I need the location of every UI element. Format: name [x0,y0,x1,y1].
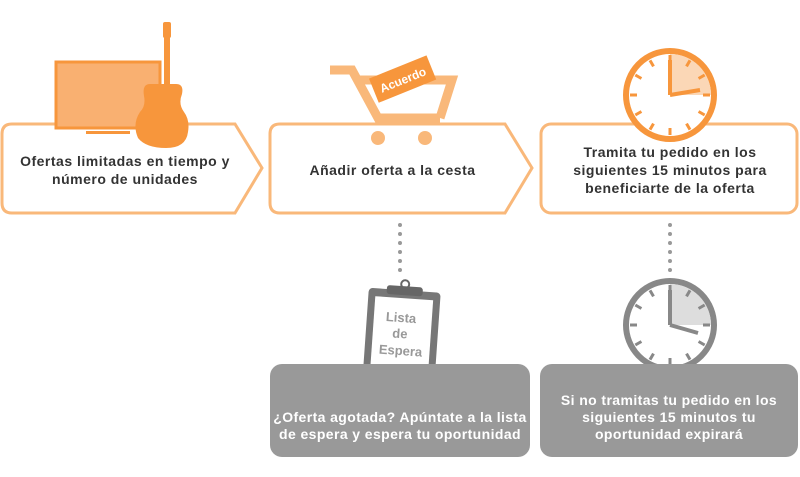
clock-tick [634,73,643,80]
clipboard-line: Espera [378,342,423,360]
clock-tick [697,340,706,347]
clock-tick [648,352,655,361]
waitlist-text: ¿Oferta agotada? Apúntate a la lista de … [273,409,527,442]
step-1-text: Ofertas limitadas en tiempo y número de … [20,153,230,187]
clock-tick [634,340,643,347]
clock-tick [648,59,655,68]
clock-tick [697,303,706,310]
clock-tick [697,73,706,80]
guitar-icon [135,22,189,148]
clipboard-icon: Lista de Espera [363,279,441,379]
clock-tick [685,289,692,298]
expired-clock-icon [623,278,717,372]
clock-tick [685,352,692,361]
step-2-box [268,122,534,215]
clock-tick [685,122,692,131]
svg-text:Lista de Espera: Lista de Espera [378,309,425,360]
step-2-text: Añadir oferta a la cesta [309,162,476,178]
clock-tick [648,289,655,298]
clipboard-line: Lista [385,309,417,326]
clock-tick [634,303,643,310]
expiry-text: Si no tramitas tu pedido en los siguient… [560,392,778,442]
clipboard-line: de [392,325,408,341]
expiry-box: Si no tramitas tu pedido en los siguient… [540,364,798,457]
clock-tick [648,122,655,131]
step-1-box [0,122,264,215]
clock-tick [685,59,692,68]
clock-tick [697,110,706,117]
waitlist-box: ¿Oferta agotada? Apúntate a la lista de … [270,364,530,457]
step-3-text: Tramita tu pedido en los siguientes 15 m… [573,144,767,196]
clock-tick [634,110,643,117]
clock-icon [623,48,717,142]
